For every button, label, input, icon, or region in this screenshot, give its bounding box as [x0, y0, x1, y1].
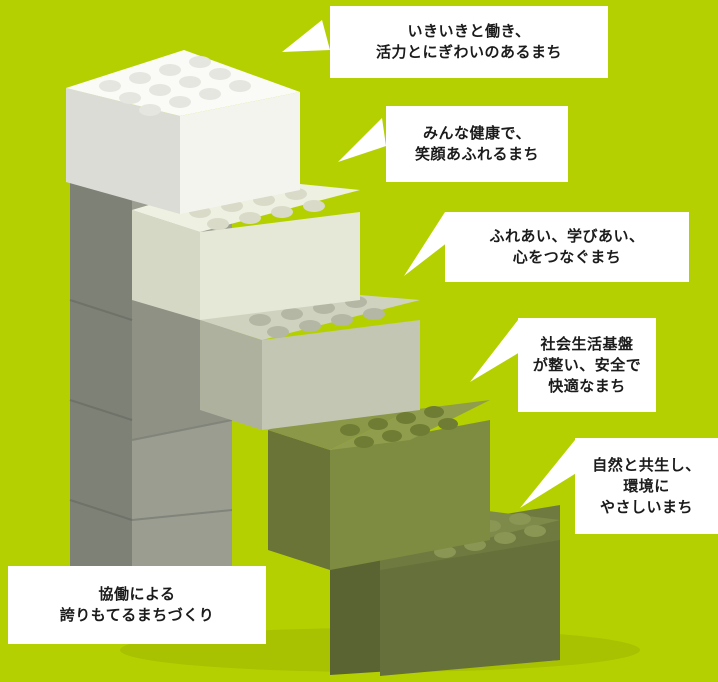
caption-line: 協働による: [98, 585, 176, 603]
caption-line: 社会生活基盤: [540, 334, 634, 353]
caption-line: 快適なまち: [548, 376, 626, 395]
caption-safe-town: 社会生活基盤 が整い、安全で 快適なまち: [518, 318, 656, 412]
caption-connected-town: ふれあい、学びあい、 心をつなぐまち: [445, 212, 689, 282]
caption-collaboration: 協働による 誇りもてるまちづくり: [8, 566, 266, 644]
caption-line: 自然と共生し、: [592, 455, 701, 474]
caption-line: 環境に: [623, 476, 670, 495]
caption-line: 誇りもてるまちづくり: [59, 606, 215, 624]
caption-line: 心をつなぐまち: [512, 248, 622, 266]
cream-block: [132, 178, 360, 320]
caption-line: 活力とにぎわいのあるまち: [375, 43, 562, 61]
olive-block: [268, 398, 490, 570]
caption-line: ふれあい、学びあい、: [489, 227, 645, 245]
caption-line: いきいきと働き、: [407, 22, 531, 40]
caption-line: 笑顔あふれるまち: [414, 145, 539, 163]
sage-block: [200, 290, 420, 430]
caption-lively-town: いきいきと働き、 活力とにぎわいのあるまち: [330, 6, 608, 78]
caption-line: みんな健康で、: [423, 124, 531, 142]
caption-eco-town: 自然と共生し、 環境に やさしいまち: [575, 438, 718, 534]
caption-line: やさしいまち: [599, 497, 693, 516]
white-block: [66, 50, 300, 214]
caption-line: が整い、安全で: [532, 355, 642, 374]
caption-healthy-town: みんな健康で、 笑顔あふれるまち: [386, 106, 568, 182]
